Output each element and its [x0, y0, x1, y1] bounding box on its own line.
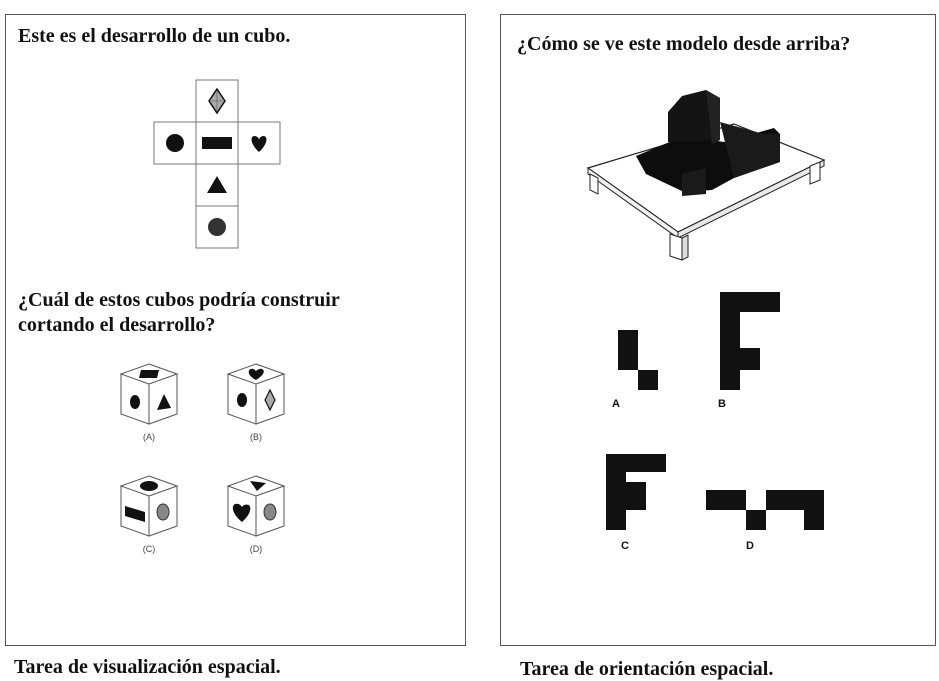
- top-view-option-c: [606, 454, 666, 530]
- diamond-icon: [264, 388, 276, 412]
- question-line-1: ¿Cuál de estos cubos podría construir: [18, 289, 340, 311]
- circle-icon: [166, 134, 184, 152]
- top-view-option-b: [720, 292, 780, 390]
- cube-net: [153, 79, 281, 249]
- cube-option-c: [119, 475, 179, 537]
- heart-icon: [232, 503, 251, 522]
- circle-icon: [130, 395, 140, 409]
- option-a-label[interactable]: (A): [143, 432, 155, 442]
- circle-icon: [140, 481, 158, 491]
- top-view-label-b[interactable]: B: [718, 398, 726, 410]
- circle-icon: [237, 393, 247, 407]
- circle-icon: [156, 503, 170, 521]
- block-structure: [636, 90, 780, 196]
- cube-option-b: [226, 363, 286, 425]
- question-line-2: cortando el desarrollo?: [18, 314, 216, 336]
- left-caption: Tarea de visualización espacial.: [14, 656, 281, 678]
- model-title: ¿Cómo se ve este modelo desde arriba?: [517, 33, 851, 55]
- block-model-on-table: [586, 90, 826, 261]
- circle-icon: [263, 503, 277, 521]
- rectangle-icon: [125, 506, 145, 522]
- heart-icon: [251, 136, 267, 152]
- cube-option-d: [226, 475, 286, 537]
- right-caption: Tarea de orientación espacial.: [520, 658, 774, 680]
- option-b-label[interactable]: (B): [250, 432, 262, 442]
- cube-option-a: [119, 363, 179, 425]
- diamond-icon: [208, 87, 226, 115]
- top-view-label-a[interactable]: A: [612, 398, 620, 410]
- top-view-option-a: [618, 330, 658, 390]
- spatial-visualization-panel: [5, 14, 466, 646]
- triangle-icon: [250, 481, 266, 491]
- rectangle-icon: [202, 137, 232, 149]
- rectangle-icon: [139, 370, 159, 378]
- top-view-label-d[interactable]: D: [746, 540, 754, 552]
- top-view-label-c[interactable]: C: [621, 540, 629, 552]
- top-view-option-d: [706, 490, 824, 530]
- triangle-icon: [207, 176, 227, 193]
- option-d-label[interactable]: (D): [249, 544, 263, 554]
- triangle-icon: [157, 394, 171, 410]
- net-title: Este es el desarrollo de un cubo.: [18, 25, 291, 47]
- heart-icon: [248, 368, 264, 380]
- circle-icon: [208, 218, 226, 236]
- spatial-orientation-panel: [500, 14, 936, 646]
- option-c-label[interactable]: (C): [142, 544, 156, 554]
